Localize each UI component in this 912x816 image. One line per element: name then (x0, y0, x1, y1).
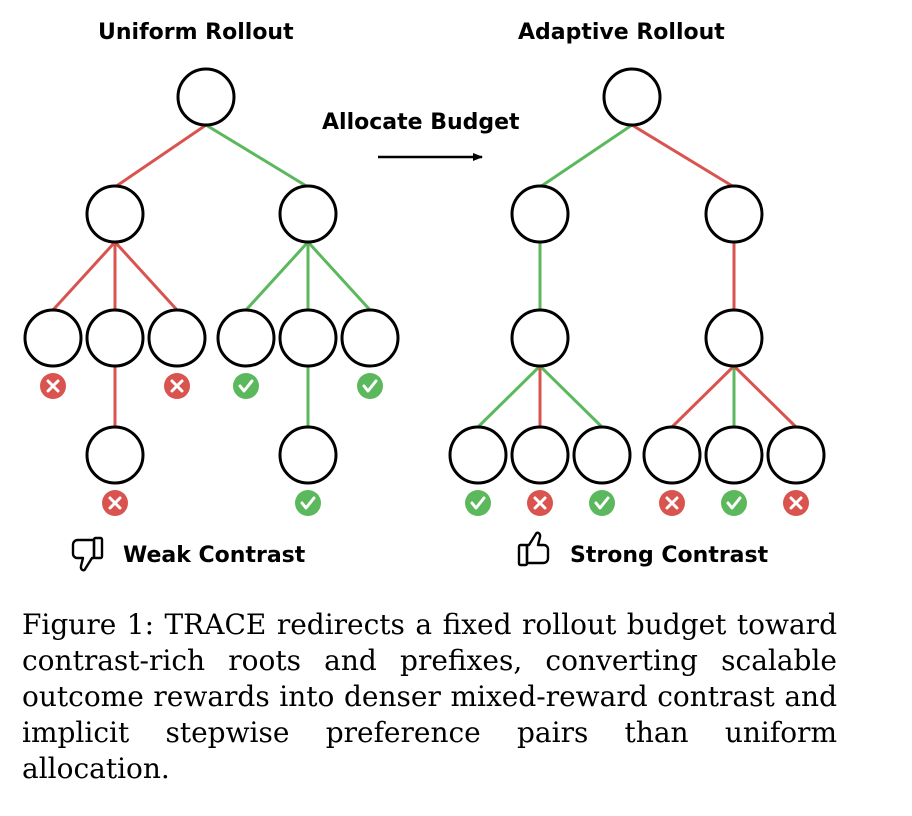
tree-node (340, 308, 400, 368)
tree-node (278, 425, 338, 485)
edge-success (538, 364, 604, 429)
thumbs-up-icon (517, 531, 550, 567)
weak-contrast-label: Weak Contrast (123, 543, 306, 568)
tree-node (147, 308, 207, 368)
x-badge-icon (164, 373, 190, 399)
title-uniform-rollout: Uniform Rollout (98, 20, 294, 45)
edge-failure (51, 240, 117, 312)
tree-node (85, 425, 145, 485)
tree-node (278, 184, 338, 244)
tree-node (510, 425, 570, 485)
tree-node (602, 67, 662, 127)
tree-node (216, 308, 276, 368)
figure-caption: Figure 1: TRACE redirects a fixed rollou… (22, 608, 837, 785)
check-badge-icon (233, 373, 259, 399)
tree-node (766, 425, 826, 485)
edge-failure (113, 240, 179, 312)
tree-node (448, 425, 508, 485)
x-badge-icon (102, 490, 128, 516)
check-badge-icon (589, 490, 615, 516)
x-badge-icon (783, 490, 809, 516)
rollout-diagram: Weak Contrast Strong Contrast (23, 67, 826, 572)
tree-node (278, 308, 338, 368)
check-badge-icon (295, 490, 321, 516)
tree-node (704, 308, 764, 368)
x-badge-icon (659, 490, 685, 516)
adaptive-tree-nodes (448, 67, 826, 485)
edge-failure (114, 123, 207, 189)
uniform-tree-nodes (23, 67, 400, 485)
edge-success (306, 240, 372, 312)
adaptive-tree-edges (476, 123, 798, 429)
tree-node (510, 308, 570, 368)
title-adaptive-rollout: Adaptive Rollout (518, 20, 725, 45)
check-badge-icon (721, 490, 747, 516)
edge-failure (670, 364, 736, 429)
tree-node (704, 184, 764, 244)
x-badge-icon (527, 490, 553, 516)
edge-success (244, 240, 310, 312)
tree-node (704, 425, 764, 485)
edge-failure (732, 364, 798, 429)
uniform-tree-edges (51, 123, 372, 427)
edge-success (539, 123, 633, 189)
thumbs-down-icon (71, 536, 104, 572)
tree-node (176, 67, 236, 127)
x-badge-icon (40, 373, 66, 399)
check-badge-icon (357, 373, 383, 399)
edge-failure (631, 123, 735, 189)
tree-node (23, 308, 83, 368)
tree-node (642, 425, 702, 485)
allocate-budget-label: Allocate Budget (322, 110, 520, 135)
check-badge-icon (465, 490, 491, 516)
strong-contrast-label: Strong Contrast (570, 543, 769, 568)
tree-node (572, 425, 632, 485)
tree-node (85, 184, 145, 244)
tree-node (510, 184, 570, 244)
tree-node (85, 308, 145, 368)
edge-success (476, 364, 542, 429)
edge-success (205, 123, 309, 189)
